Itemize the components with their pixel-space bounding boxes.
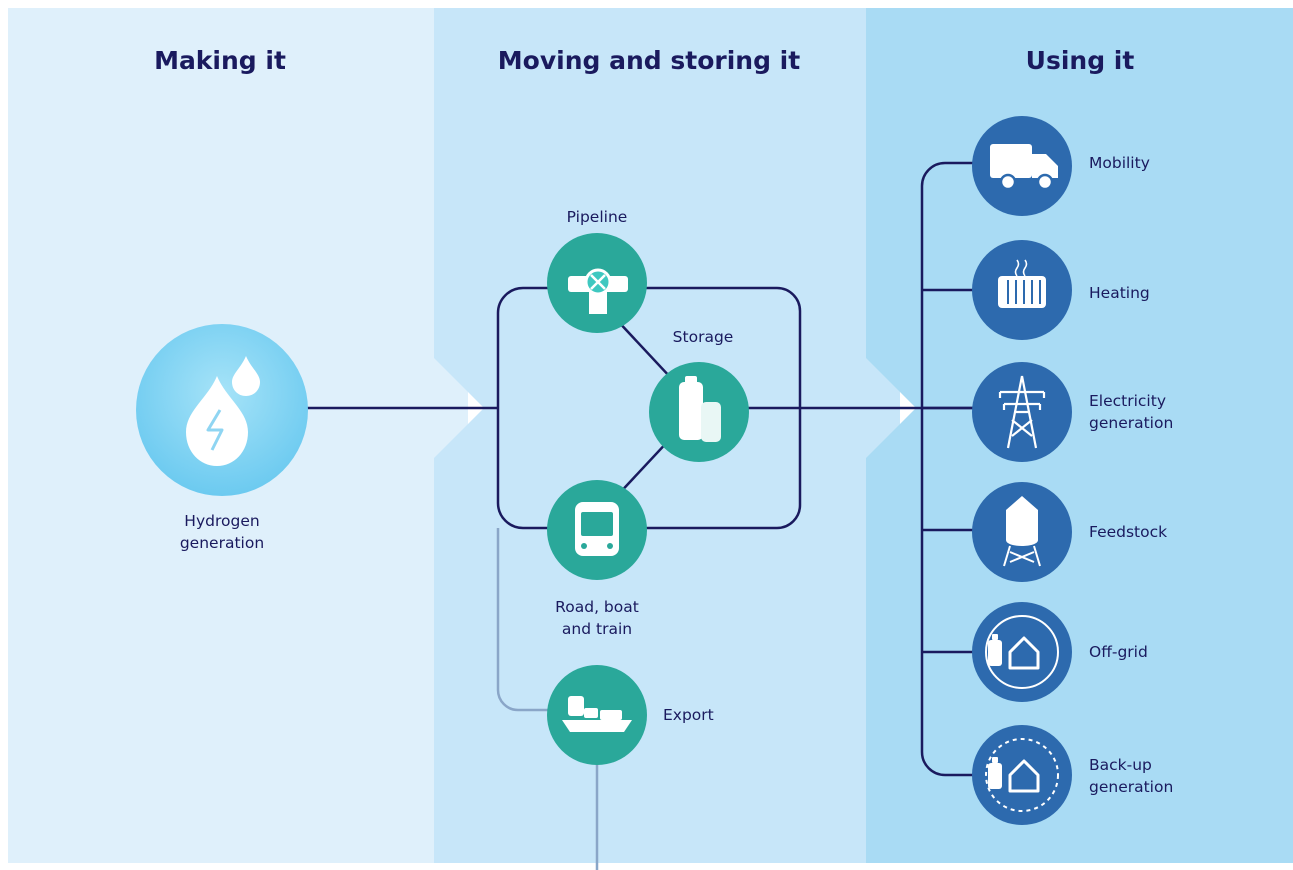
storage-node bbox=[649, 362, 749, 462]
feedstock-label: Feedstock bbox=[1089, 523, 1168, 541]
water-drop-lightning-icon bbox=[186, 356, 260, 466]
hydrogen-generation-node bbox=[136, 324, 308, 496]
using-column-background bbox=[866, 8, 1293, 863]
silo-icon bbox=[1003, 496, 1041, 567]
heating-label: Heating bbox=[1089, 284, 1150, 302]
export-node bbox=[547, 665, 647, 765]
electricity-generation-label: Electricity generation bbox=[1089, 390, 1173, 434]
back-up-generation-node bbox=[972, 725, 1072, 825]
backup-label-line1: Back-up bbox=[1089, 756, 1152, 774]
cargo-ship-icon bbox=[562, 696, 632, 732]
electricity-generation-node bbox=[972, 362, 1072, 462]
road-label-line2: and train bbox=[561, 620, 633, 638]
radiator-icon bbox=[998, 259, 1046, 308]
backup-house-icon bbox=[985, 738, 1059, 812]
making-it-title: Making it bbox=[154, 46, 286, 75]
pipeline-label: Pipeline bbox=[566, 208, 628, 226]
hydrogen-label-line2: generation bbox=[179, 534, 265, 552]
electricity-label-line1: Electricity bbox=[1089, 392, 1166, 410]
off-grid-label: Off-grid bbox=[1089, 643, 1148, 661]
back-up-generation-label: Back-up generation bbox=[1089, 754, 1173, 798]
train-icon bbox=[575, 502, 619, 556]
hydrogen-generation-label: Hydrogen generation bbox=[142, 510, 302, 554]
pipeline-valve-icon bbox=[568, 268, 628, 314]
road-label-line1: Road, boat bbox=[555, 598, 639, 616]
power-pylon-icon bbox=[998, 375, 1046, 449]
moving-storing-title: Moving and storing it bbox=[497, 46, 801, 75]
road-boat-train-label: Road, boat and train bbox=[527, 596, 667, 640]
mobility-label: Mobility bbox=[1089, 154, 1150, 172]
storage-label: Storage bbox=[672, 328, 734, 346]
hydrogen-label-line1: Hydrogen bbox=[184, 512, 260, 530]
off-grid-node bbox=[972, 602, 1072, 702]
mobility-node bbox=[972, 116, 1072, 216]
backup-label-line2: generation bbox=[1089, 778, 1174, 796]
pipeline-node bbox=[547, 233, 647, 333]
truck-icon bbox=[990, 144, 1058, 191]
road-boat-train-node bbox=[547, 480, 647, 580]
using-it-title: Using it bbox=[1025, 46, 1135, 75]
electricity-label-line2: generation bbox=[1089, 414, 1174, 432]
heating-node bbox=[972, 240, 1072, 340]
feedstock-node bbox=[972, 482, 1072, 582]
export-label: Export bbox=[663, 706, 714, 724]
storage-tank-icon bbox=[679, 376, 721, 442]
battery-house-icon bbox=[985, 615, 1059, 689]
